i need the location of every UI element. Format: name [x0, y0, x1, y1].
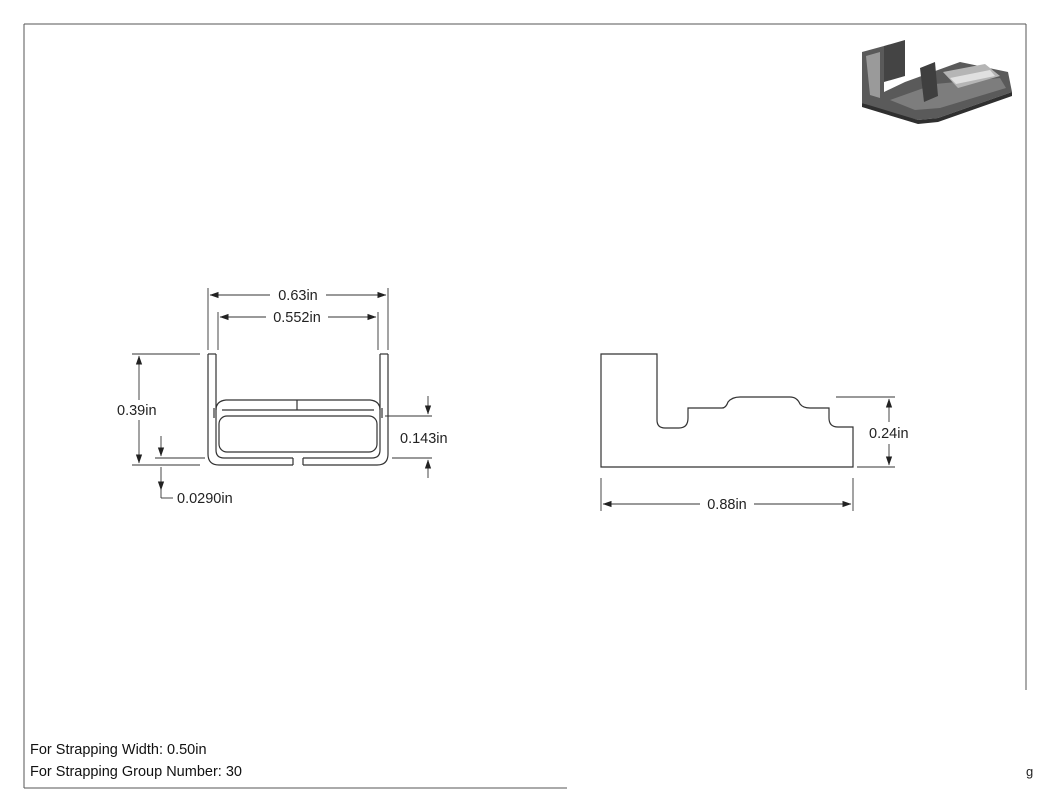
side-dimension-labels: 0.24in 0.88in — [707, 426, 908, 513]
isometric-thumbnail — [862, 40, 1012, 124]
front-dimensions — [132, 288, 432, 499]
dim-outer-width: 0.63in — [278, 288, 318, 304]
front-dimension-labels: 0.63in 0.552in 0.39in 0.143in 0.0290in — [117, 288, 448, 507]
side-dimensions — [600, 396, 895, 511]
front-view — [207, 353, 389, 466]
dim-thickness: 0.0290in — [177, 491, 233, 507]
dim-side-height: 0.24in — [869, 426, 909, 442]
drawing-notes: For Strapping Width: 0.50in For Strappin… — [30, 739, 242, 783]
dim-inner-width: 0.552in — [273, 310, 321, 326]
dim-height: 0.39in — [117, 403, 157, 419]
dim-slot-height: 0.143in — [400, 431, 448, 447]
title-block-fragment: g — [1026, 764, 1034, 779]
note-strapping-width: For Strapping Width: 0.50in — [30, 742, 207, 758]
side-view — [600, 353, 854, 468]
dim-length: 0.88in — [707, 497, 747, 513]
sheet-border — [23, 23, 1027, 789]
note-strapping-group: For Strapping Group Number: 30 — [30, 764, 242, 780]
